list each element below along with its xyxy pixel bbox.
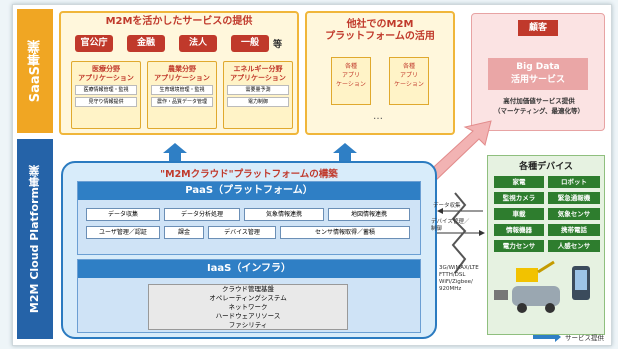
- car-image: [512, 286, 560, 306]
- device-robot: ロボット: [548, 176, 600, 188]
- iaas-layer: IaaS（インフラ） クラウド管理基盤 オペレーティングシステム ネットワーク …: [77, 259, 421, 333]
- platform-side-label: M2M Cloud Platform事業: [17, 139, 53, 339]
- sector-finance: 金融: [127, 35, 165, 52]
- device-vehicle: 車載: [494, 208, 544, 220]
- cloud-title: "M2Mクラウド"プラットフォームの構築: [160, 169, 338, 180]
- devices-title: 各種デバイス: [519, 162, 573, 172]
- agri-app-item: 生育環境管理・監視: [151, 85, 213, 95]
- function-user-auth: ユーザ管理／認証: [86, 226, 160, 239]
- function-map-link: 地図情報連携: [328, 208, 410, 221]
- paas-layer: PaaS（プラットフォーム） データ収集 データ分析処理 気象情報連携 地図情報…: [77, 181, 421, 255]
- device-home-appliance: 家電: [494, 176, 544, 188]
- function-weather-link: 気象情報連携: [244, 208, 324, 221]
- data-collect-label: データ収集: [433, 203, 461, 209]
- agri-app-item: 農作・品質データ管理: [151, 97, 213, 107]
- bigdata-box: Big Data 活用サービス: [488, 58, 588, 90]
- function-sensor-data: センサ情報取得／蓄積: [280, 226, 410, 239]
- other-ellipsis: …: [373, 111, 383, 122]
- energy-app-box: エネルギー分野 アプリケーション 需要量予測 電力制御: [223, 61, 293, 129]
- function-device-mgmt: デバイス管理: [208, 226, 276, 239]
- function-data-collect: データ収集: [86, 208, 160, 221]
- infra-layer: ハードウェアリソース: [215, 312, 281, 320]
- sector-general: 一般: [231, 35, 269, 52]
- energy-app-title: エネルギー分野 アプリケーション: [230, 65, 286, 82]
- cloud-platform-box: "M2Mクラウド"プラットフォームの構築 PaaS（プラットフォーム） データ収…: [61, 161, 437, 339]
- sector-corporate: 法人: [179, 35, 217, 52]
- medical-app-title: 医療分野 アプリケーション: [78, 65, 134, 82]
- saas-service-box: M2Mを活かしたサービスの提供 官公庁 金融 法人 一般 等 医療分野 アプリケ…: [59, 11, 299, 135]
- medical-app-item: 医療情報管理・監視: [75, 85, 137, 95]
- customer-box: 顧客 Big Data 活用サービス 高付加価値サービス提供 （マーケティング、…: [471, 13, 605, 131]
- customer-desc: 高付加価値サービス提供 （マーケティング、最適化等）: [493, 97, 585, 115]
- function-data-analysis: データ分析処理: [164, 208, 240, 221]
- devices-box: 各種デバイス 家電 ロボット 監視カメラ 緊急通報機 車載 気象センサ 情報機器…: [487, 155, 605, 335]
- function-billing: 課金: [164, 226, 204, 239]
- saas-side-label: SaaS事業: [17, 9, 53, 133]
- other-box-title: 他社でのM2M プラットフォームの活用: [325, 19, 435, 42]
- legend-label: サービス提供: [565, 334, 604, 342]
- paas-title: PaaS（プラットフォーム）: [78, 182, 420, 200]
- device-mobile-phone: 携帯電話: [548, 224, 600, 236]
- excavator-image: [516, 268, 538, 282]
- medical-app-item: 見守り情報提供: [75, 97, 137, 107]
- infra-layer: オペレーティングシステム: [209, 294, 287, 302]
- customer-badge: 顧客: [518, 20, 558, 36]
- other-app-box: 各種 アプリ ケーション: [389, 57, 429, 105]
- network-types: 3G/WiMAX/LTE FTTH/DSL WiFi/Zigbee/ 920MH…: [439, 265, 479, 292]
- device-power-sensor: 電力センサ: [494, 240, 544, 252]
- other-app-box: 各種 アプリ ケーション: [331, 57, 371, 105]
- infra-layer: ネットワーク: [228, 303, 268, 311]
- agri-app-title: 農業分野 アプリケーション: [154, 65, 210, 82]
- sector-suffix: 等: [273, 40, 283, 50]
- infra-layer: ファシリティ: [228, 321, 268, 329]
- energy-app-item: 電力制御: [227, 97, 289, 107]
- infra-layer: クラウド管理基盤: [222, 285, 274, 293]
- up-arrow-saas: [163, 143, 187, 161]
- device-illustration: [494, 260, 590, 313]
- camera-image: [494, 290, 508, 300]
- other-company-box: 他社でのM2M プラットフォームの活用 各種 アプリ ケーション 各種 アプリ …: [305, 11, 455, 135]
- diagram-frame: SaaS事業 M2M Cloud Platform事業 M2Mを活かしたサービス…: [12, 4, 612, 346]
- device-motion-sensor: 人感センサ: [548, 240, 600, 252]
- device-camera: 監視カメラ: [494, 192, 544, 204]
- up-arrow-other: [333, 143, 357, 161]
- medical-app-box: 医療分野 アプリケーション 医療情報管理・監視 見守り情報提供: [71, 61, 141, 129]
- saas-box-title: M2Mを活かしたサービスの提供: [105, 16, 253, 27]
- device-info-equipment: 情報機器: [494, 224, 544, 236]
- sector-government: 官公庁: [75, 35, 113, 52]
- agri-app-box: 農業分野 アプリケーション 生育環境管理・監視 農作・品質データ管理: [147, 61, 217, 129]
- energy-app-item: 需要量予測: [227, 85, 289, 95]
- device-mgmt-label: デバイス管理／ 制御: [431, 219, 470, 232]
- iaas-title: IaaS（インフラ）: [78, 260, 420, 278]
- device-emergency: 緊急通報機: [548, 192, 600, 204]
- device-weather-sensor: 気象センサ: [548, 208, 600, 220]
- infra-stack: クラウド管理基盤 オペレーティングシステム ネットワーク ハードウェアリソース …: [148, 284, 348, 330]
